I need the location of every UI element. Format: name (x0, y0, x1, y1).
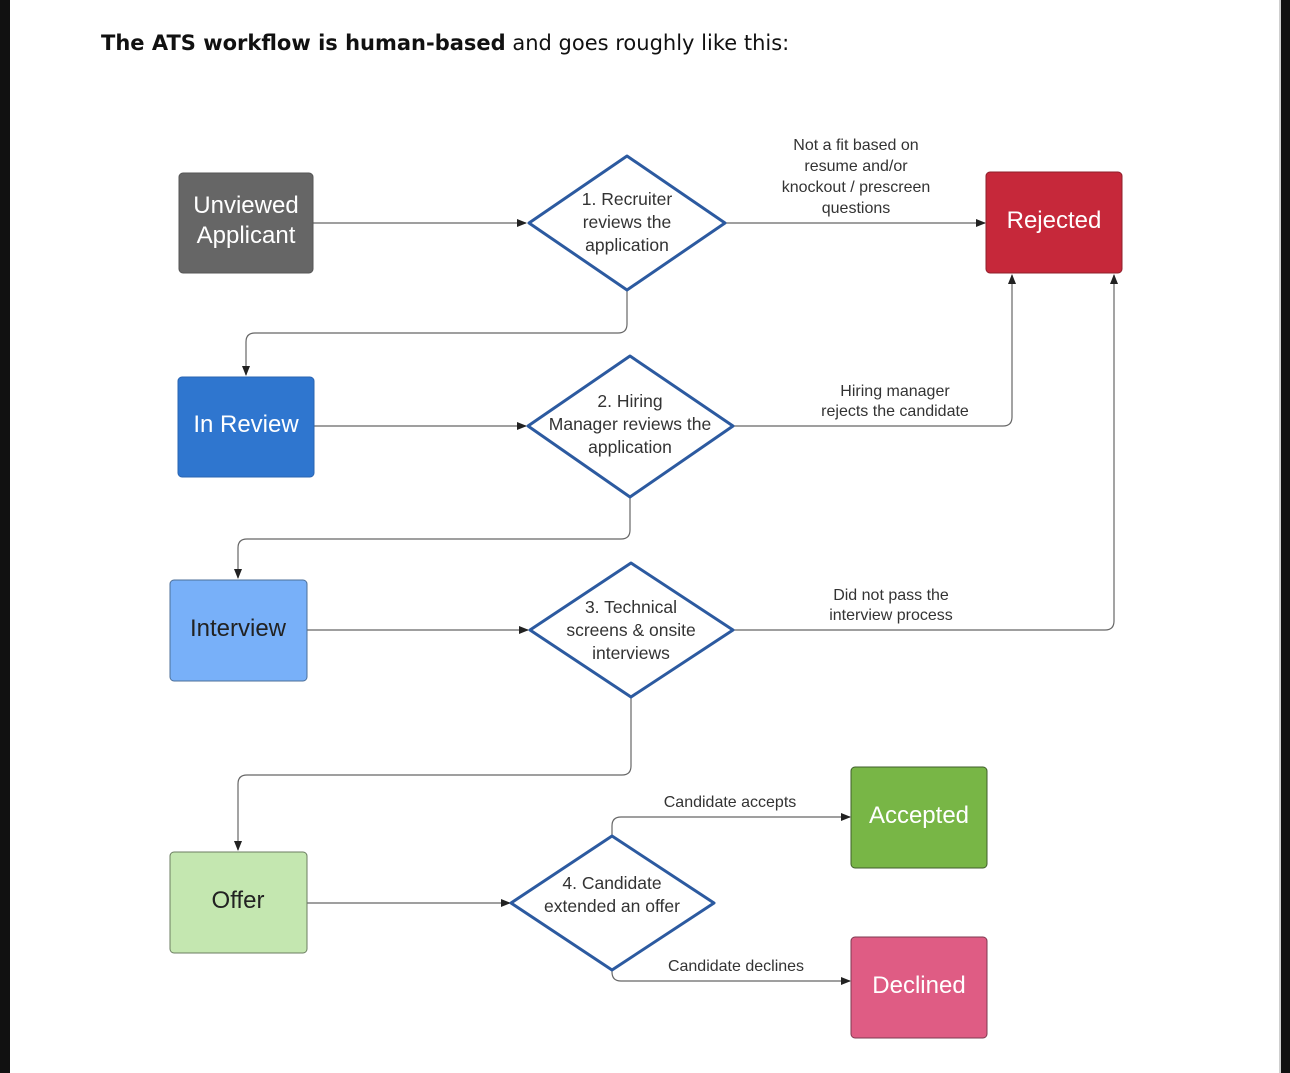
node-offer: Offer (169, 851, 308, 954)
label-hiring-manager-rejects: Hiring manager rejects the candidate (821, 383, 969, 420)
edge-d2-to-interview (234, 497, 631, 579)
node-in-review-label: In Review (193, 411, 299, 438)
node-offer-label: Offer (212, 887, 265, 914)
node-accepted: Accepted (850, 766, 988, 869)
edge-d2-to-rejected (733, 274, 1016, 427)
node-unviewed-applicant: Unviewed Applicant (178, 172, 314, 274)
label-not-a-fit: Not a fit based on resume and/or knockou… (782, 137, 931, 217)
intro-sentence: The ATS workflow is human-based and goes… (101, 31, 789, 55)
decision-2-line3: application (588, 437, 672, 457)
label-did-not-pass: Did not pass the interview process (829, 587, 953, 624)
node-declined: Declined (850, 936, 988, 1039)
decision-4-offer-extended: 4. Candidate extended an offer (509, 834, 716, 972)
label-candidate-accepts: Candidate accepts (664, 794, 797, 811)
label-not-a-fit-line2: resume and/or (804, 158, 908, 175)
decision-1-line2: reviews the (583, 212, 672, 232)
scrollbar-track (1279, 0, 1281, 1073)
node-in-review: In Review (177, 376, 315, 478)
decision-4-line1: 4. Candidate (562, 873, 661, 893)
decision-4-line2: extended an offer (544, 896, 680, 916)
decision-3-line2: screens & onsite (566, 620, 695, 640)
edge-d4-to-declined (611, 970, 851, 985)
decision-2-hiring-manager: 2. Hiring Manager reviews the applicatio… (526, 354, 735, 499)
label-not-a-fit-line4: questions (822, 200, 891, 217)
label-did-not-pass-line2: interview process (829, 607, 953, 624)
edge-d4-to-accepted (611, 813, 851, 836)
edge-d3-to-offer (234, 697, 632, 851)
label-not-a-fit-line3: knockout / prescreen (782, 179, 931, 196)
node-declined-label: Declined (872, 972, 965, 999)
decision-1-recruiter: 1. Recruiter reviews the application (527, 154, 727, 292)
edge-d3-to-rejected (733, 274, 1118, 631)
node-interview: Interview (169, 579, 308, 682)
label-hm-rejects-line2: rejects the candidate (821, 403, 969, 420)
window-right-edge (1281, 0, 1290, 1073)
decision-2-line2: Manager reviews the (549, 414, 711, 434)
window-left-edge (0, 0, 10, 1073)
decision-3-line3: interviews (592, 643, 670, 663)
node-accepted-label: Accepted (869, 802, 969, 829)
label-not-a-fit-line1: Not a fit based on (793, 137, 918, 154)
label-hm-rejects-line1: Hiring manager (840, 383, 950, 400)
decision-2-line1: 2. Hiring (597, 391, 662, 411)
decision-3-line1: 3. Technical (585, 597, 677, 617)
node-unviewed-line2: Applicant (197, 222, 296, 249)
node-rejected: Rejected (985, 171, 1123, 274)
intro-rest: and goes roughly like this: (505, 31, 790, 55)
decision-1-line3: application (585, 235, 669, 255)
decision-3-technical-screens: 3. Technical screens & onsite interviews (528, 561, 735, 699)
intro-bold: The ATS workflow is human-based (101, 31, 506, 55)
label-candidate-declines: Candidate declines (668, 958, 804, 975)
node-interview-label: Interview (190, 615, 287, 642)
node-unviewed-line1: Unviewed (193, 192, 298, 219)
decision-1-line1: 1. Recruiter (582, 189, 673, 209)
edge-d1-to-in-review (242, 290, 628, 376)
label-did-not-pass-line1: Did not pass the (833, 587, 949, 604)
node-rejected-label: Rejected (1007, 207, 1102, 234)
